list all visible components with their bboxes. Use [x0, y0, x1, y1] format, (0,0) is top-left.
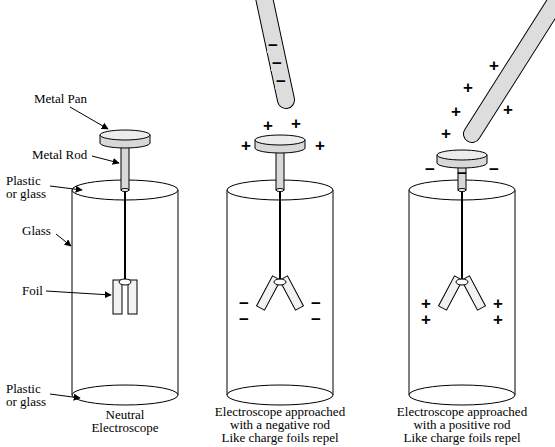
charge-sign: −: [488, 163, 500, 177]
charge-sign: −: [238, 297, 250, 311]
charge-sign: +: [492, 297, 504, 311]
part-label: Glass: [22, 224, 51, 237]
charge-sign: +: [450, 105, 462, 119]
charge-sign: −: [267, 39, 279, 53]
part-label: Neutral Electroscope: [80, 408, 170, 434]
part-label: Metal Pan: [34, 92, 87, 105]
charge-sign: −: [271, 57, 283, 71]
charge-sign: −: [424, 163, 436, 177]
part-label: Foil: [22, 284, 43, 297]
charge-sign: +: [420, 313, 432, 327]
charge-sign: +: [314, 139, 326, 153]
charge-sign: +: [440, 127, 452, 141]
part-label: Like charge foils repel: [205, 431, 355, 444]
charge-sign: −: [456, 167, 468, 181]
positive-electroscope: [409, 0, 555, 405]
charge-sign: +: [488, 59, 500, 73]
part-label: Metal Rod: [32, 148, 87, 161]
charge-sign: +: [240, 139, 252, 153]
negative-electroscope: [227, 0, 333, 405]
part-label: Plastic or glass: [6, 174, 52, 200]
charge-sign: +: [492, 313, 504, 327]
charge-sign: +: [502, 103, 514, 117]
charge-sign: +: [262, 119, 274, 133]
charge-sign: −: [310, 313, 322, 327]
part-label: Like charge foils repel: [387, 431, 537, 444]
charge-sign: −: [275, 75, 287, 89]
part-label: Electroscope approached with a positive …: [387, 405, 537, 431]
part-label: Electroscope approached with a negative …: [205, 405, 355, 431]
charge-sign: +: [290, 117, 302, 131]
charge-sign: +: [462, 81, 474, 95]
charge-sign: −: [310, 297, 322, 311]
charge-sign: −: [238, 313, 250, 327]
part-label: Plastic or glass: [6, 382, 52, 408]
charge-sign: +: [420, 297, 432, 311]
neutral-electroscope: [72, 130, 178, 405]
